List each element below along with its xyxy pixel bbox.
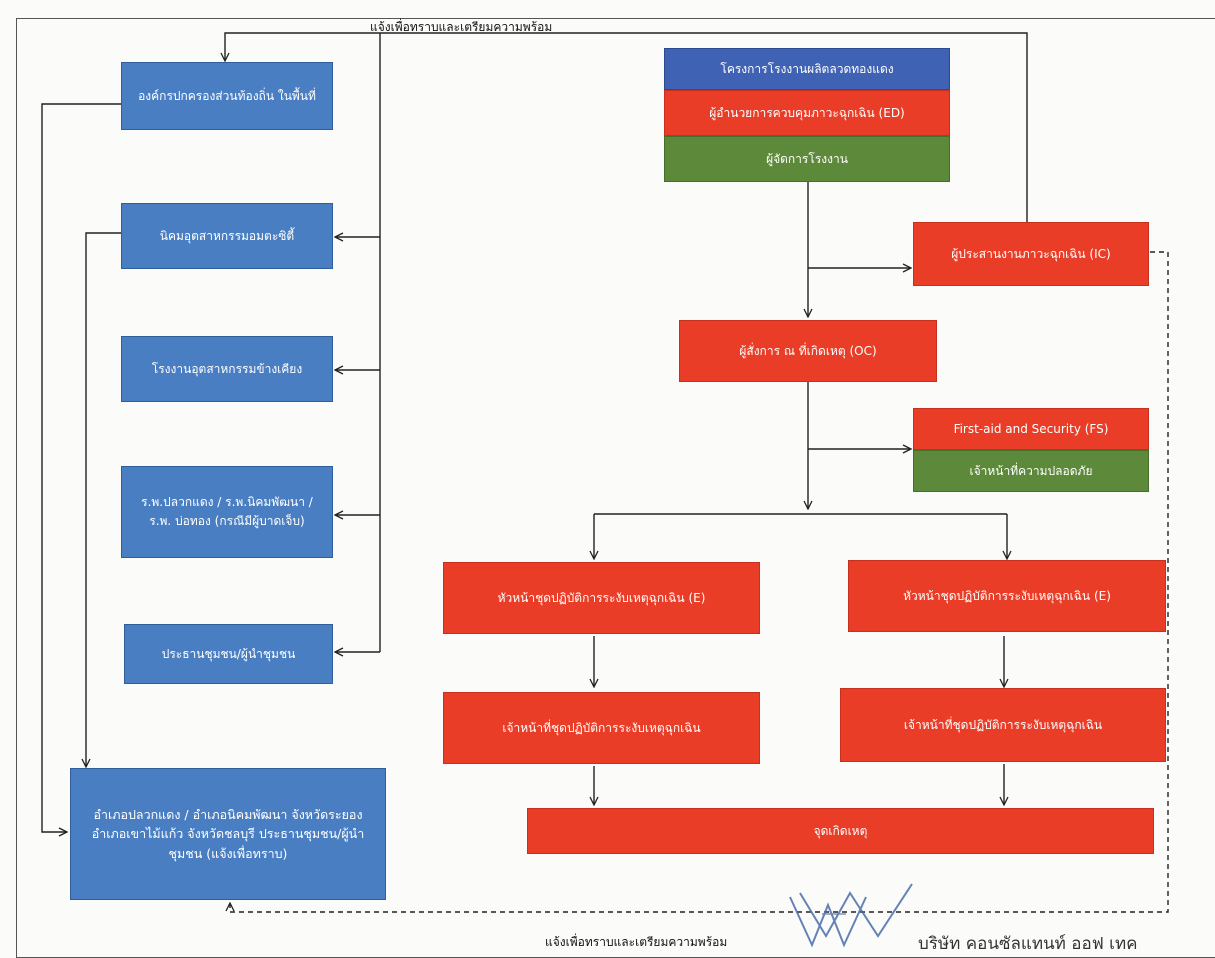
box-project: โครงการโรงงานผลิตลวดทองแดง <box>664 48 950 90</box>
dashed-return-line <box>230 251 1169 913</box>
line-estate-to-district <box>86 232 121 766</box>
box-team-staff-left: เจ้าหน้าที่ชุดปฏิบัติการระงับเหตุฉุกเฉิน <box>443 692 760 764</box>
box-local-gov: องค์กรปกครองส่วนท้องถิ่น ในพื้นที่ <box>121 62 333 130</box>
box-ed: ผู้อำนวยการควบคุมภาวะฉุกเฉิน (ED) <box>664 90 950 136</box>
company-logo-icon <box>789 883 913 948</box>
box-industrial-estate: นิคมอุตสาหกรรมอมตะซิตี้ <box>121 203 333 269</box>
box-nearby-factories: โรงงานอุตสาหกรรมข้างเคียง <box>121 336 333 402</box>
box-team-lead-right: หัวหน้าชุดปฏิบัติการระงับเหตุฉุกเฉิน (E) <box>848 560 1166 632</box>
box-incident-site: จุดเกิดเหตุ <box>527 808 1154 854</box>
box-team-staff-right: เจ้าหน้าที่ชุดปฏิบัติการระงับเหตุฉุกเฉิน <box>840 688 1166 762</box>
box-hospitals: ร.พ.ปลวกแดง / ร.พ.นิคมพัฒนา / ร.พ. บ่อทอ… <box>121 466 333 558</box>
box-ic: ผู้ประสานงานภาวะฉุกเฉิน (IC) <box>913 222 1149 286</box>
line-local-gov-to-district <box>41 103 121 832</box>
company-name: บริษัท คอนซัลแทนท์ ออฟ เทค <box>918 934 1138 954</box>
box-factory-manager: ผู้จัดการโรงงาน <box>664 136 950 182</box>
line-ic-up <box>225 32 1028 222</box>
box-community-leaders: ประธานชุมชน/ผู้นำชุมชน <box>124 624 333 684</box>
box-oc: ผู้สั่งการ ณ ที่เกิดเหตุ (OC) <box>679 320 937 382</box>
box-fs: First-aid and Security (FS) <box>913 408 1149 450</box>
box-district: อำเภอปลวกแดง / อำเภอนิคมพัฒนา จังหวัดระย… <box>70 768 386 900</box>
box-team-lead-left: หัวหน้าชุดปฏิบัติการระงับเหตุฉุกเฉิน (E) <box>443 562 760 634</box>
note-bottom: แจ้งเพื่อทราบและเตรียมความพร้อม <box>545 935 728 949</box>
note-top: แจ้งเพื่อทราบและเตรียมความพร้อม <box>370 20 553 34</box>
box-safety-staff: เจ้าหน้าที่ความปลอดภัย <box>913 450 1149 492</box>
